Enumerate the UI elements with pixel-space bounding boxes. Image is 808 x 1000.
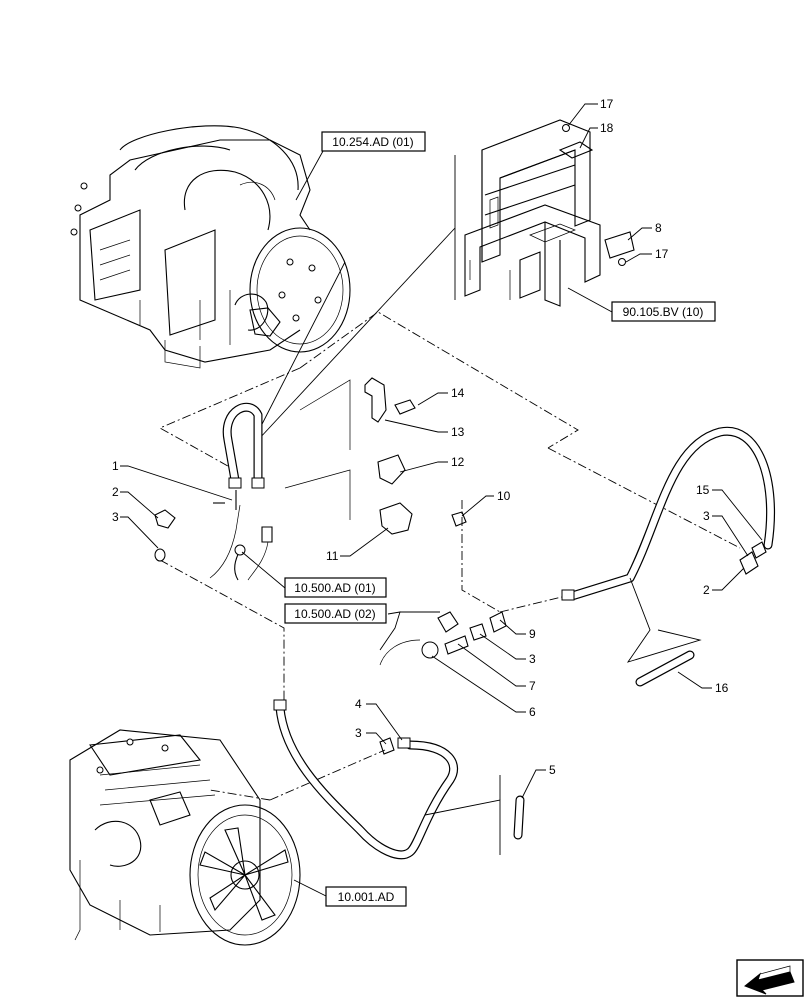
fitting-10 — [451, 511, 467, 527]
callout-4: 4 — [355, 697, 362, 711]
callout-5: 5 — [549, 763, 556, 777]
callout-18: 18 — [600, 121, 614, 135]
callout-6: 6 — [529, 705, 536, 719]
callout-14: 14 — [451, 386, 465, 400]
reference-label: 10.001.AD — [338, 890, 395, 904]
reference-box-10-500-ad-02[interactable]: 10.500.AD (02) — [284, 603, 387, 624]
long-hose-right — [561, 426, 776, 687]
callout-leaders — [120, 103, 763, 799]
clip-12 — [377, 454, 406, 485]
reference-label: 10.254.AD (01) — [332, 135, 413, 149]
reference-label: 10.500.AD (02) — [294, 607, 375, 621]
callout-13: 13 — [451, 425, 465, 439]
callout-3: 3 — [703, 509, 710, 523]
callout-11: 11 — [326, 549, 339, 563]
assembly-connectors — [257, 155, 456, 441]
fittings-left — [154, 502, 273, 581]
callout-3: 3 — [112, 510, 119, 524]
callout-15: 15 — [696, 483, 710, 497]
callout-10: 10 — [497, 489, 511, 503]
callout-2: 2 — [703, 583, 710, 597]
callout-numbers: 17 18 8 17 14 13 12 11 1 2 3 10 15 3 2 9… — [112, 97, 729, 777]
aftertreatment-unit — [70, 125, 351, 369]
callout-3: 3 — [529, 652, 536, 666]
callout-2: 2 — [112, 485, 119, 499]
reference-box-10-254-ad-01[interactable]: 10.254.AD (01) — [321, 131, 426, 152]
clamp-11 — [379, 502, 413, 535]
upper-hose — [222, 379, 351, 520]
assembly-dashes — [158, 311, 741, 801]
reference-box-90-105-bv-10[interactable]: 90.105.BV (10) — [611, 301, 716, 322]
reference-box-10-001-ad[interactable]: 10.001.AD — [325, 886, 407, 907]
callout-3: 3 — [355, 726, 362, 740]
reference-label: 10.500.AD (01) — [294, 581, 375, 595]
next-page-arrow-icon[interactable] — [736, 959, 804, 997]
callout-9: 9 — [529, 627, 536, 641]
bracket-13 — [364, 377, 416, 423]
callout-8: 8 — [655, 221, 662, 235]
callout-1: 1 — [112, 459, 119, 473]
fittings-middle — [379, 611, 507, 666]
reference-box-10-500-ad-01[interactable]: 10.500.AD (01) — [284, 577, 387, 598]
callout-16: 16 — [715, 681, 729, 695]
callout-17: 17 — [600, 97, 614, 111]
reference-leaders — [241, 141, 613, 897]
engine-block — [69, 729, 301, 946]
mounting-frame — [464, 119, 635, 307]
callout-12: 12 — [451, 455, 465, 469]
callout-7: 7 — [529, 679, 536, 693]
bottom-hose — [273, 699, 525, 860]
callout-17: 17 — [655, 247, 669, 261]
reference-label: 90.105.BV (10) — [623, 305, 704, 319]
